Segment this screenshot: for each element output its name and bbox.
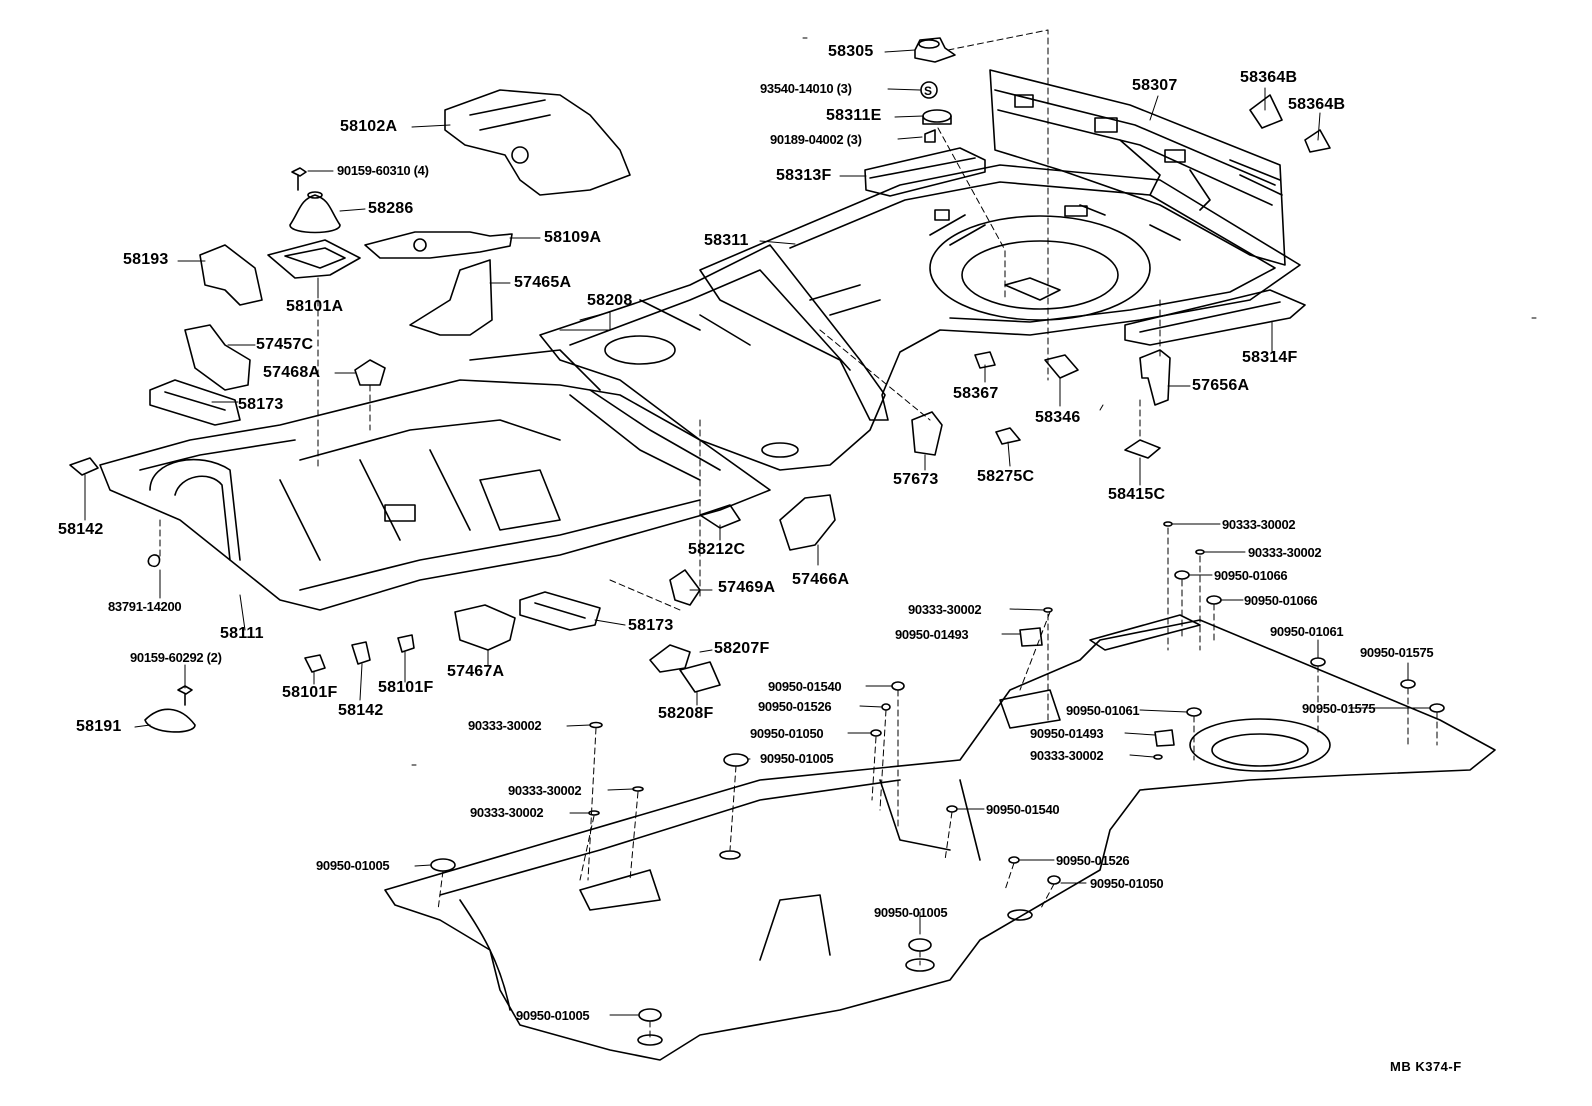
label-57466A: 57466A	[792, 571, 850, 588]
label-58191: 58191	[76, 718, 122, 735]
label-58313F: 58313F	[776, 167, 832, 184]
label-58364B-2: 58364B	[1288, 96, 1346, 113]
label-90950-01005-a: 90950-01005	[760, 751, 834, 766]
label-90333-30002-f: 90333-30002	[508, 783, 582, 798]
label-58208F: 58208F	[658, 705, 714, 722]
label-90950-01050-a: 90950-01050	[750, 726, 824, 741]
label-58364B-1: 58364B	[1240, 69, 1298, 86]
label-90950-01005-d: 90950-01005	[516, 1008, 590, 1023]
label-90950-01066-b: 90950-01066	[1244, 593, 1318, 608]
bracket-58313F	[864, 147, 986, 197]
rear-panel-58307	[989, 69, 1286, 266]
label-90333-30002-g: 90333-30002	[470, 805, 544, 820]
floor-insulator-lower	[384, 614, 1496, 1061]
label-58208: 58208	[587, 292, 633, 309]
bracket-58314F	[1124, 289, 1306, 346]
label-58275C: 58275C	[977, 468, 1035, 485]
label-90333-30002-d: 90333-30002	[468, 718, 542, 733]
label-58142-lower: 58142	[338, 702, 384, 719]
label-90950-01061-b: 90950-01061	[1066, 703, 1140, 718]
label-83791-14200: 83791-14200	[108, 599, 182, 614]
label-57656A: 57656A	[1192, 377, 1250, 394]
label-58314F: 58314F	[1242, 349, 1298, 366]
stray-marks	[411, 37, 1537, 766]
label-90159-60292: 90159-60292 (2)	[130, 650, 222, 665]
center-floor-58208	[539, 244, 886, 471]
label-58305: 58305	[828, 43, 874, 60]
label-58101F-left: 58101F	[282, 684, 338, 701]
label-57673: 57673	[893, 471, 939, 488]
label-58109A: 58109A	[544, 229, 602, 246]
label-58311E: 58311E	[826, 107, 882, 124]
label-58102A: 58102A	[340, 118, 398, 135]
label-57469A: 57469A	[718, 579, 776, 596]
label-90950-01526-a: 90950-01526	[758, 699, 832, 714]
label-90333-30002-b: 90333-30002	[1248, 545, 1322, 560]
label-90189-04002: 90189-04002 (3)	[770, 132, 862, 147]
label-90950-01050-b: 90950-01050	[1090, 876, 1164, 891]
front-floor-pan-58111	[99, 349, 771, 611]
label-90950-01005-c: 90950-01005	[874, 905, 948, 920]
label-93540-14010: 93540-14010 (3)	[760, 81, 852, 96]
label-90159-60310: 90159-60310 (4)	[337, 163, 429, 178]
label-58311: 58311	[704, 232, 749, 249]
figure-code: MB K374-F	[1390, 1059, 1462, 1074]
label-57467A: 57467A	[447, 663, 505, 680]
label-90950-01540-b: 90950-01540	[986, 802, 1060, 817]
small-parts-lower-left	[144, 494, 836, 733]
label-58101F-right: 58101F	[378, 679, 434, 696]
label-57468A: 57468A	[263, 364, 321, 381]
label-58101A: 58101A	[286, 298, 344, 315]
dashed-assembly-lines	[159, 29, 1438, 1041]
label-58307: 58307	[1132, 77, 1178, 94]
label-57465A: 57465A	[514, 274, 572, 291]
label-90950-01493-b: 90950-01493	[1030, 726, 1104, 741]
label-90950-01526-b: 90950-01526	[1056, 853, 1130, 868]
label-58142-left: 58142	[58, 521, 104, 538]
label-58111: 58111	[220, 625, 264, 642]
label-90950-01493-a: 90950-01493	[895, 627, 969, 642]
label-58193: 58193	[123, 251, 169, 268]
label-58173-upper: 58173	[238, 396, 284, 413]
label-58286: 58286	[368, 200, 414, 217]
small-parts-upper-left	[69, 89, 631, 568]
label-90950-01066-a: 90950-01066	[1214, 568, 1288, 583]
label-58207F: 58207F	[714, 640, 770, 657]
label-58367: 58367	[953, 385, 999, 402]
label-90950-01005-b: 90950-01005	[316, 858, 390, 873]
label-90950-01061-a: 90950-01061	[1270, 624, 1344, 639]
label-90333-30002-c: 90333-30002	[908, 602, 982, 617]
label-90333-30002-e: 90333-30002	[1030, 748, 1104, 763]
label-58346: 58346	[1035, 409, 1081, 426]
small-parts-upper-right: S	[911, 37, 1331, 459]
label-58415C: 58415C	[1108, 486, 1166, 503]
leader-lines	[84, 49, 1431, 1016]
rear-floor-pan-58311	[699, 164, 1301, 421]
label-90333-30002-a: 90333-30002	[1222, 517, 1296, 532]
label-57457C: 57457C	[256, 336, 314, 353]
label-90950-01575-a: 90950-01575	[1360, 645, 1434, 660]
label-58212C: 58212C	[688, 541, 746, 558]
label-58173-lower: 58173	[628, 617, 674, 634]
svg-text:S: S	[924, 84, 932, 98]
label-90950-01575-b: 90950-01575	[1302, 701, 1376, 716]
label-90950-01540-a: 90950-01540	[768, 679, 842, 694]
